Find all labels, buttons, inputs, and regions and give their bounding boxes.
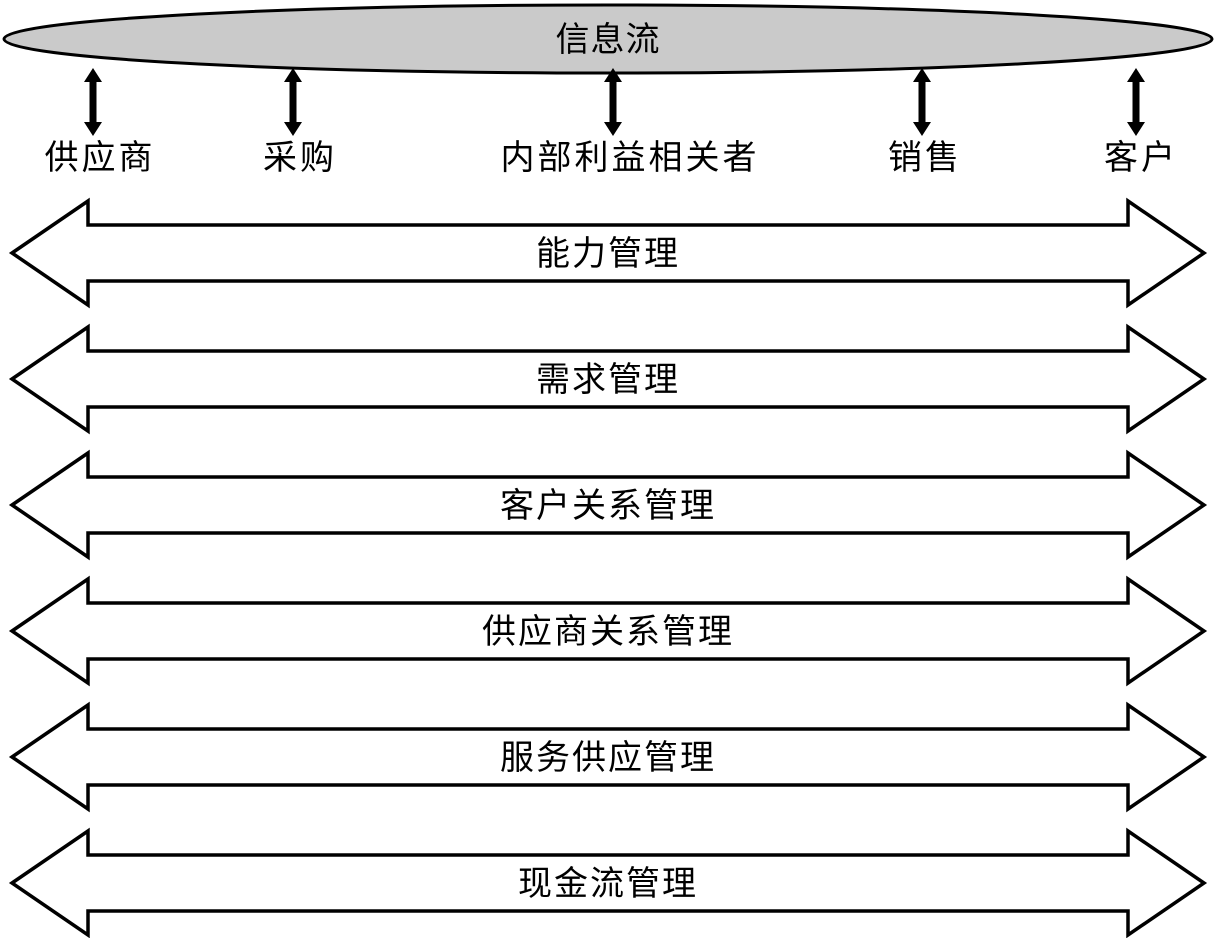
- process-label: 供应商关系管理: [482, 613, 734, 651]
- vertical-double-arrow-shape: [604, 68, 622, 136]
- vertical-double-arrow-icon: [913, 68, 931, 136]
- information-flow-ellipse: 信息流: [2, 3, 1214, 75]
- horizontal-double-arrow-shape: [8, 449, 1208, 561]
- process-label: 服务供应管理: [500, 739, 716, 777]
- stakeholder-label-procurement: 采购: [263, 140, 337, 177]
- process-arrow-cash-flow-management: 现金流管理: [0, 827, 1216, 938]
- vertical-double-arrow-shape: [1127, 68, 1145, 136]
- process-arrow-customer-relationship-management: 客户关系管理: [0, 449, 1216, 561]
- process-label: 需求管理: [536, 361, 680, 399]
- stakeholder-label-customer: 客户: [1104, 140, 1178, 177]
- vertical-double-arrow-icon: [604, 68, 622, 136]
- horizontal-double-arrow-shape: [8, 575, 1208, 687]
- vertical-double-arrow-shape: [84, 68, 102, 136]
- information-flow-label: 信息流: [556, 21, 661, 59]
- horizontal-double-arrow-shape: [8, 197, 1208, 309]
- stakeholder-label-internal-stakeholders: 内部利益相关者: [500, 140, 760, 177]
- vertical-double-arrow-icon: [284, 68, 302, 136]
- process-label: 现金流管理: [518, 865, 698, 903]
- vertical-double-arrow-icon: [84, 68, 102, 136]
- stakeholder-label-sales: 销售: [888, 140, 962, 177]
- horizontal-double-arrow-shape: [8, 323, 1208, 435]
- vertical-double-arrow-shape: [284, 68, 302, 136]
- process-arrow-supplier-relationship-management: 供应商关系管理: [0, 575, 1216, 687]
- process-label: 客户关系管理: [500, 487, 716, 525]
- horizontal-double-arrow-shape: [8, 701, 1208, 813]
- process-arrow-service-supply-management: 服务供应管理: [0, 701, 1216, 813]
- process-label: 能力管理: [536, 235, 680, 273]
- ellipse-shape: [2, 3, 1214, 75]
- horizontal-double-arrow-shape: [8, 827, 1208, 938]
- process-arrow-demand-management: 需求管理: [0, 323, 1216, 435]
- process-arrow-capability-management: 能力管理: [0, 197, 1216, 309]
- vertical-double-arrow-icon: [1127, 68, 1145, 136]
- stakeholder-label-supplier: 供应商: [44, 140, 156, 177]
- vertical-double-arrow-shape: [913, 68, 931, 136]
